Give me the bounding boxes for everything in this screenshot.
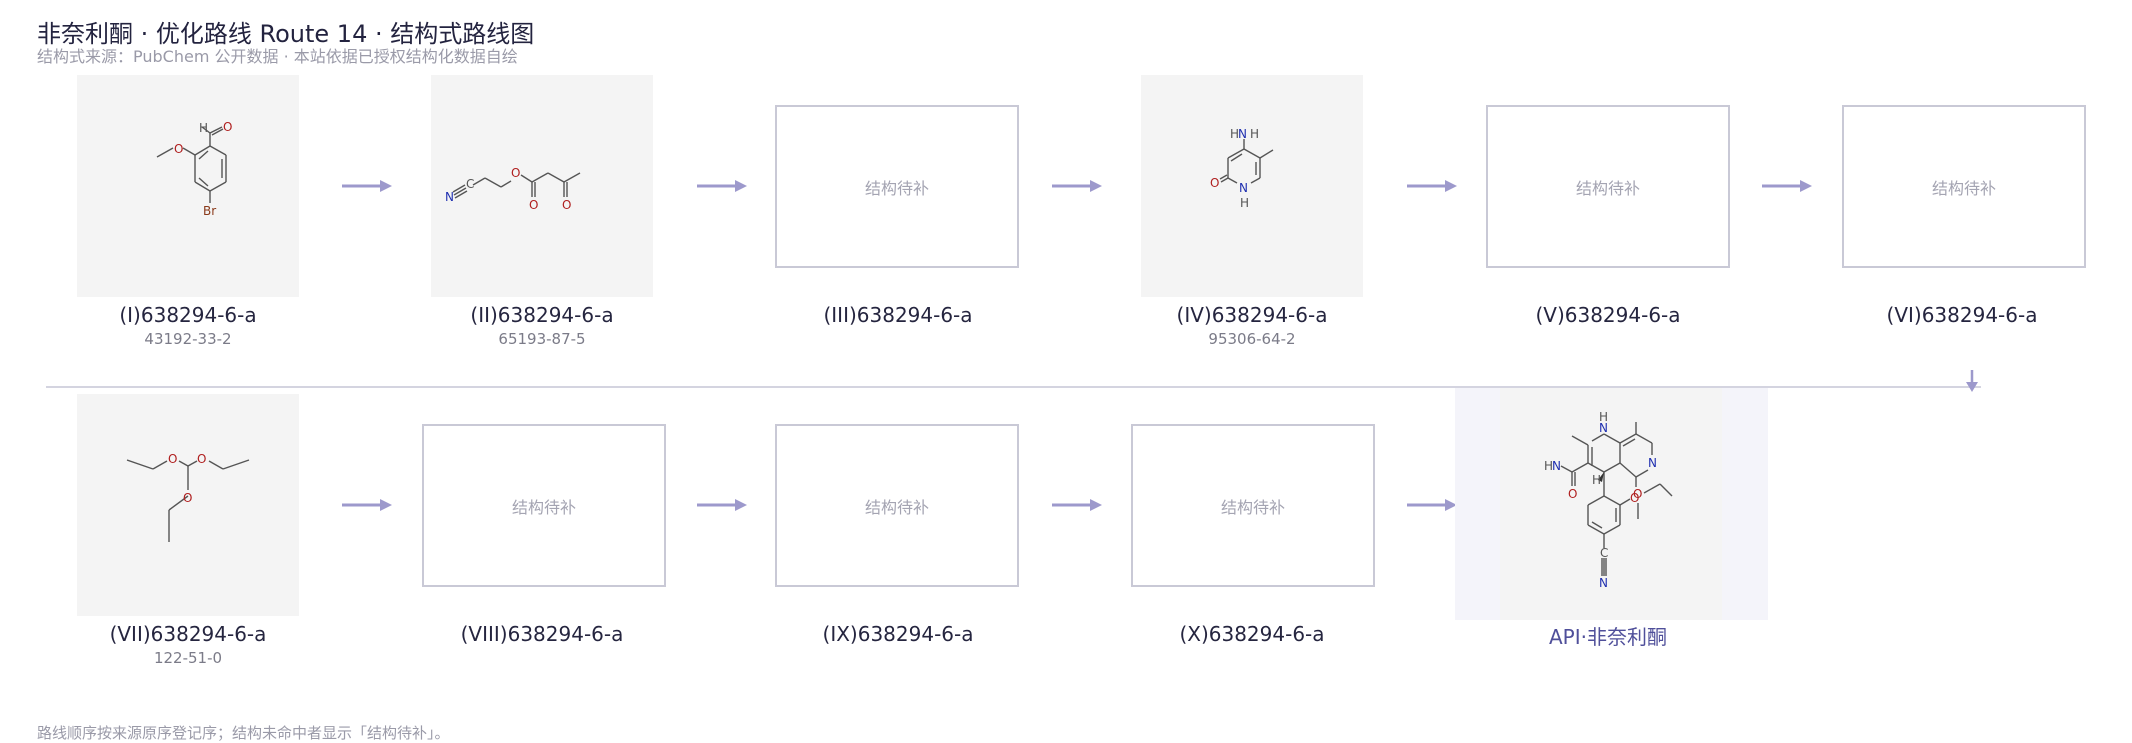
molecule-structure: H O O Br <box>156 120 232 218</box>
svg-text:O: O <box>183 491 192 505</box>
svg-text:O: O <box>1630 491 1639 505</box>
svg-text:O: O <box>223 120 232 134</box>
node-label: (V)638294-6-a <box>1535 303 1681 327</box>
route-node-7[interactable]: O O O (VII)638294-6-a 122-51-0 <box>23 394 353 674</box>
structure-placeholder: 结构待补 <box>1842 105 2086 268</box>
svg-text:Br: Br <box>203 204 216 218</box>
placeholder-text: 结构待补 <box>1931 178 1996 198</box>
page-subtitle: 结构式来源：PubChem 公开数据 · 本站依据已授权结构化数据自绘 <box>37 47 518 66</box>
node-label: (VIII)638294-6-a <box>460 622 624 646</box>
node-cas: 43192-33-2 <box>144 330 232 348</box>
svg-text:O: O <box>1633 487 1642 501</box>
svg-text:O: O <box>1568 487 1577 501</box>
arrow-icon <box>1762 180 1812 192</box>
structure-placeholder: 结构待补 <box>1486 105 1730 268</box>
route-node-4[interactable]: N H H N H O (IV)638294-6-a 95306-64-2 <box>1087 75 1417 355</box>
svg-text:N: N <box>1599 421 1608 435</box>
arrow-icon <box>1052 180 1102 192</box>
route-node-1[interactable]: H O O Br (I)638294-6-a 43192-33-2 <box>23 75 353 355</box>
svg-text:H: H <box>1250 127 1259 141</box>
placeholder-text: 结构待补 <box>511 497 576 517</box>
svg-text:C: C <box>1600 546 1608 560</box>
molecule-structure: N H H N H O <box>1210 127 1274 210</box>
node-label: (II)638294-6-a <box>470 303 614 327</box>
svg-text:N: N <box>1552 459 1561 473</box>
molecule-structure: N C O O O <box>445 166 581 212</box>
arrow-icon <box>342 180 392 192</box>
node-label: (IV)638294-6-a <box>1176 303 1328 327</box>
svg-text:H: H <box>1230 127 1239 141</box>
svg-text:H: H <box>1544 459 1553 473</box>
node-label: (VII)638294-6-a <box>109 622 267 646</box>
node-cas: 65193-87-5 <box>498 330 586 348</box>
svg-text:N: N <box>1648 456 1657 470</box>
svg-text:H: H <box>199 121 208 135</box>
route-node-10[interactable]: 结构待补 (X)638294-6-a <box>1087 394 1417 674</box>
arrow-down-icon <box>1966 370 1978 392</box>
svg-text:O: O <box>1210 176 1219 190</box>
molecule-structure: O O O <box>126 452 250 542</box>
route-node-5[interactable]: 结构待补 (V)638294-6-a <box>1443 75 1773 355</box>
node-cas: 122-51-0 <box>153 649 223 667</box>
placeholder-text: 结构待补 <box>864 497 929 517</box>
route-node-6[interactable]: 结构待补 (VI)638294-6-a <box>1797 75 2127 355</box>
arrow-icon <box>697 499 747 511</box>
structure-image: O O O <box>77 394 299 616</box>
node-label: (VI)638294-6-a <box>1886 303 2038 327</box>
node-label: (X)638294-6-a <box>1179 622 1325 646</box>
svg-text:N: N <box>1238 127 1247 141</box>
svg-text:O: O <box>511 166 520 180</box>
node-cas: 95306-64-2 <box>1208 330 1296 348</box>
row-divider <box>46 386 1981 388</box>
svg-text:O: O <box>562 198 571 212</box>
route-node-2[interactable]: N C O O O (II)638294-6-a 65193-87-5 <box>377 75 707 355</box>
structure-placeholder: 结构待补 <box>1131 424 1375 587</box>
route-node-api[interactable]: N H N O O N H H O C N API·非奈利酮 <box>1443 388 1773 678</box>
footnote: 路线顺序按来源原序登记序；结构未命中者显示「结构待补」。 <box>37 724 450 742</box>
placeholder-text: 结构待补 <box>1220 497 1285 517</box>
structure-placeholder: 结构待补 <box>775 105 1019 268</box>
route-node-8[interactable]: 结构待补 (VIII)638294-6-a <box>377 394 707 674</box>
svg-text:O: O <box>197 452 206 466</box>
node-label: (I)638294-6-a <box>119 303 257 327</box>
api-structure-panel: N H N O O N H H O C N <box>1455 388 1768 620</box>
svg-text:N: N <box>1239 181 1248 195</box>
svg-text:H: H <box>1592 473 1601 487</box>
svg-text:H: H <box>1240 196 1249 210</box>
structure-image: N H H N H O <box>1141 75 1363 297</box>
svg-text:C: C <box>466 177 474 191</box>
arrow-icon <box>1407 499 1457 511</box>
svg-text:O: O <box>174 142 183 156</box>
svg-text:N: N <box>1599 576 1608 590</box>
api-label: API·非奈利酮 <box>1549 625 1667 649</box>
structure-placeholder: 结构待补 <box>775 424 1019 587</box>
node-label: (IX)638294-6-a <box>822 622 974 646</box>
arrow-icon <box>1052 499 1102 511</box>
route-node-3[interactable]: 结构待补 (III)638294-6-a <box>733 75 1063 355</box>
page-title: 非奈利酮 · 优化路线 Route 14 · 结构式路线图 <box>37 20 535 48</box>
placeholder-text: 结构待补 <box>864 178 929 198</box>
structure-image: H O O Br <box>77 75 299 297</box>
molecule-structure: N H N O O N H H O C N <box>1500 388 1722 620</box>
svg-text:H: H <box>1599 410 1608 424</box>
arrow-icon <box>697 180 747 192</box>
svg-text:O: O <box>529 198 538 212</box>
structure-placeholder: 结构待补 <box>422 424 666 587</box>
structure-image: N C O O O <box>431 75 653 297</box>
placeholder-text: 结构待补 <box>1575 178 1640 198</box>
arrow-icon <box>342 499 392 511</box>
route-node-9[interactable]: 结构待补 (IX)638294-6-a <box>733 394 1063 674</box>
svg-text:N: N <box>445 190 454 204</box>
svg-text:O: O <box>168 452 177 466</box>
node-label: (III)638294-6-a <box>823 303 973 327</box>
arrow-icon <box>1407 180 1457 192</box>
